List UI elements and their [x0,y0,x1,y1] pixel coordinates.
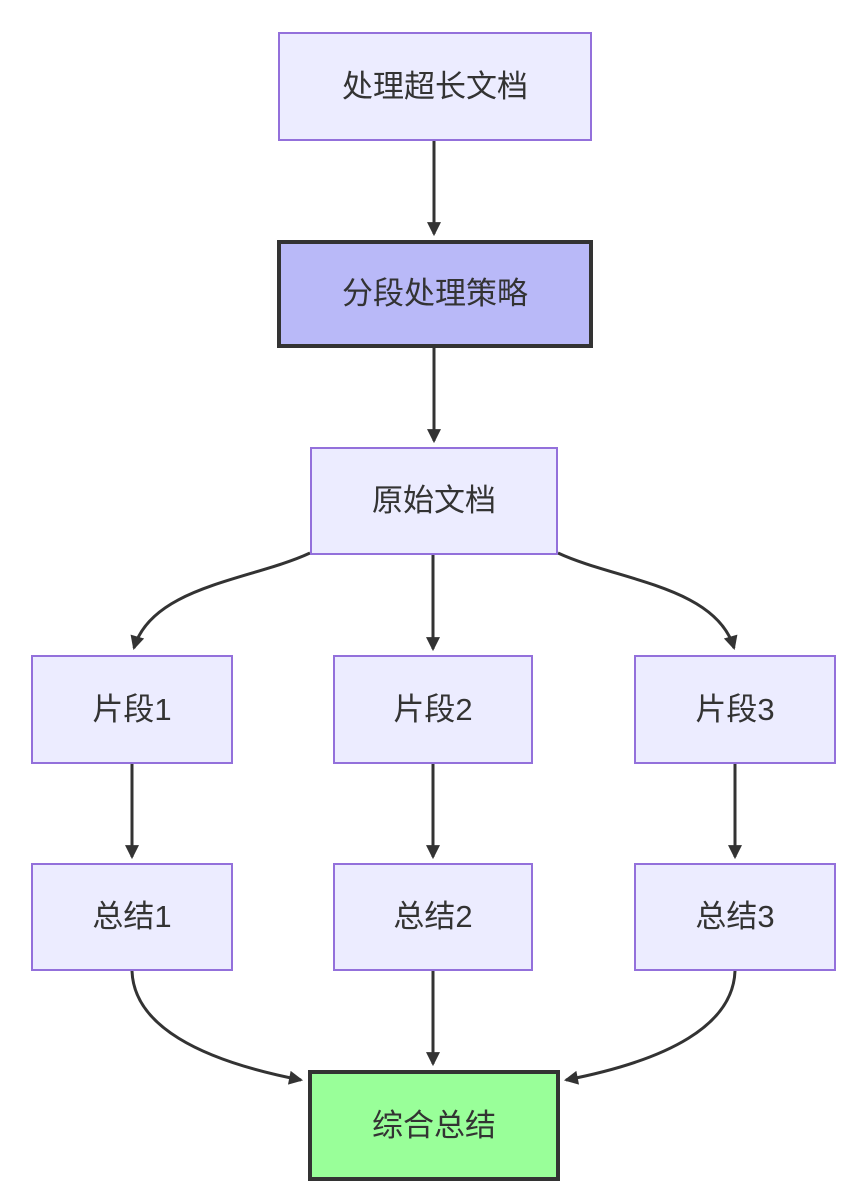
edge-S3-to-H [563,970,737,1085]
node-label: 处理超长文档 [342,68,528,104]
node-label: 片段1 [92,691,172,727]
node-label: 总结1 [92,899,172,935]
node-label: 分段处理策略 [342,276,528,312]
node-label: 片段3 [695,691,775,727]
node-summary-1: 总结1 [31,863,233,971]
node-summary-2: 总结2 [333,863,533,971]
edge-C-to-D3 [557,551,738,651]
edge-S1-to-H [130,970,304,1085]
node-label: 总结2 [393,899,473,935]
node-fragment-3: 片段3 [634,655,836,764]
edge-C-to-D1 [130,551,311,651]
node-combined-summary: 综合总结 [308,1070,560,1181]
node-process-long-doc: 处理超长文档 [278,32,592,141]
node-summary-3: 总结3 [634,863,836,971]
node-segment-strategy: 分段处理策略 [277,240,593,348]
node-fragment-1: 片段1 [31,655,233,764]
node-original-doc: 原始文档 [310,447,558,555]
node-label: 总结3 [695,899,775,935]
node-label: 原始文档 [372,483,496,519]
node-label: 综合总结 [372,1107,496,1143]
node-label: 片段2 [393,691,473,727]
node-fragment-2: 片段2 [333,655,533,764]
